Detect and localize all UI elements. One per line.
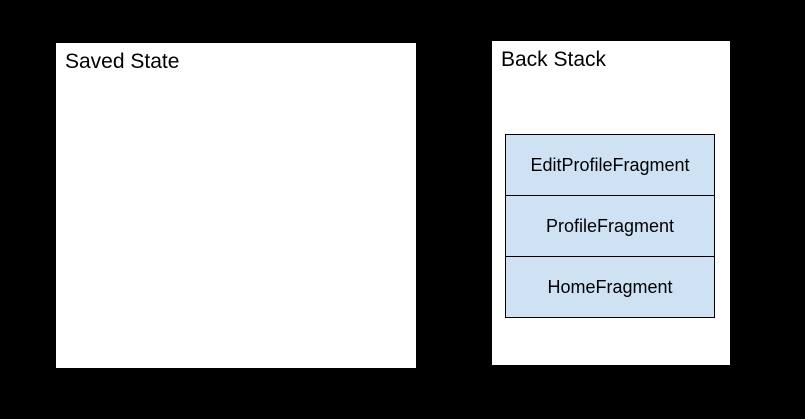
stack-item-home-fragment: HomeFragment — [506, 256, 714, 317]
back-stack-list: EditProfileFragment ProfileFragment Home… — [505, 134, 715, 318]
stack-item-edit-profile-fragment: EditProfileFragment — [506, 135, 714, 195]
saved-state-title: Saved State — [65, 50, 180, 73]
stack-item-profile-fragment: ProfileFragment — [506, 195, 714, 256]
saved-state-panel: Saved State — [56, 43, 416, 368]
back-stack-panel: Back Stack EditProfileFragment ProfileFr… — [492, 41, 730, 365]
back-stack-title: Back Stack — [501, 48, 607, 71]
